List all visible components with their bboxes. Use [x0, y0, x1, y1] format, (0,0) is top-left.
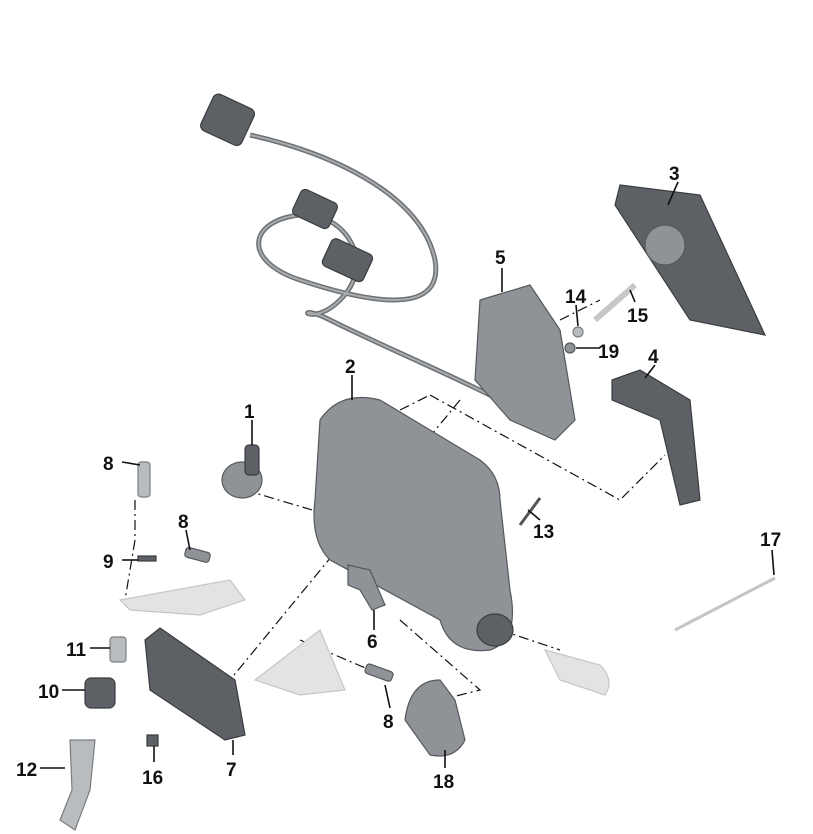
part-8-screw [184, 546, 211, 563]
part-5-cradle [474, 284, 576, 441]
part-16-nut [146, 734, 159, 747]
callout-8-top: 8 [103, 454, 114, 475]
callout-4: 4 [648, 347, 659, 368]
part-2-housing [313, 396, 514, 652]
part-11-sleeve [109, 636, 127, 663]
callout-6: 6 [367, 632, 378, 653]
callout-8-bottom: 8 [383, 712, 394, 733]
ghost-bracket [118, 579, 246, 616]
leader-lines [40, 181, 775, 769]
cable-harness [200, 93, 502, 403]
part-19-nut [564, 342, 576, 354]
ghost-bracket [253, 629, 346, 696]
part-7-cover [144, 627, 246, 741]
callout-7: 7 [226, 760, 237, 781]
part-14-washer [572, 326, 584, 338]
part-9-washer [137, 555, 157, 562]
callout-13: 13 [533, 522, 554, 543]
callout-1: 1 [244, 402, 255, 423]
part-8-screw [364, 663, 394, 682]
part-17-cable-tie [674, 576, 776, 632]
callout-2: 2 [345, 357, 356, 378]
part-18-clamp [404, 679, 466, 757]
part-12-pin [59, 739, 96, 831]
part-4-bracket [611, 369, 701, 506]
callout-19: 19 [598, 342, 619, 363]
part-15-bolt [593, 282, 637, 323]
part-1-clamp [221, 444, 263, 499]
part-8-screw [137, 461, 151, 498]
callout-5: 5 [495, 248, 506, 269]
callout-18: 18 [433, 772, 454, 793]
part-10-grommet [84, 677, 116, 709]
part-6-clip [347, 564, 386, 611]
callout-11: 11 [66, 640, 87, 661]
ghost-cap [543, 649, 610, 696]
callout-16: 16 [142, 768, 163, 789]
callout-9: 9 [103, 552, 114, 573]
callout-14: 14 [565, 287, 587, 308]
callout-3: 3 [669, 164, 680, 185]
part-3-mounting-plate [614, 184, 767, 336]
callout-8-middle: 8 [178, 512, 189, 533]
callout-15: 15 [627, 306, 649, 327]
callout-10: 10 [38, 682, 59, 703]
callout-17: 17 [760, 530, 781, 551]
callout-12: 12 [16, 760, 37, 781]
